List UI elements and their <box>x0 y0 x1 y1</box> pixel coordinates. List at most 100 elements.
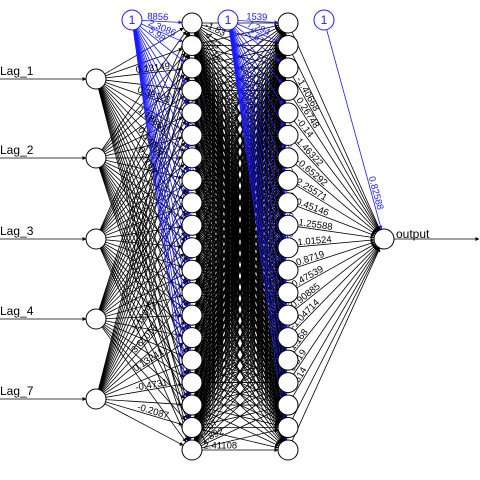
edge-bias-h1 <box>137 28 187 105</box>
edge-bias-h1 <box>134 29 191 239</box>
edge-bias-h1 <box>133 29 192 396</box>
bias-neuron-label: 1 <box>321 13 328 27</box>
hidden2-neuron <box>277 349 299 371</box>
edge-h1-h2 <box>199 29 281 107</box>
hidden2-neuron <box>277 327 299 349</box>
hidden1-neuron <box>181 304 203 326</box>
edge-input-h1 <box>99 31 189 231</box>
edge-bias-h2 <box>229 29 288 374</box>
hidden1-neuron <box>181 192 203 214</box>
edge-bias-h2 <box>230 29 287 239</box>
edge-input-h1 <box>105 401 183 426</box>
edge-bias-h2 <box>235 25 281 63</box>
input-label: Lag_3 <box>0 224 34 238</box>
edge-h2-output <box>293 246 379 353</box>
hidden1-neuron <box>181 237 203 259</box>
edge-h1-h2 <box>194 32 286 306</box>
edge-h1-h2 <box>201 428 279 449</box>
edge-input-h1 <box>98 167 190 441</box>
edge-bias-h2 <box>234 27 282 84</box>
edge-input-h1 <box>100 87 188 262</box>
edge-bias-h1 <box>132 29 193 441</box>
edge-input-h1 <box>101 326 187 443</box>
edge-input-h1 <box>99 247 189 442</box>
edge-input-h1 <box>105 294 183 317</box>
edge-input-h1 <box>105 399 183 407</box>
edge-input-h1 <box>100 233 188 391</box>
edge-input-h1 <box>100 247 188 419</box>
edge-input-h1 <box>98 88 191 396</box>
edge-input-h1 <box>105 382 183 398</box>
edge-input-h1 <box>98 121 190 390</box>
hidden2-neuron <box>277 417 299 439</box>
edge-input-h1 <box>99 87 189 284</box>
edge-bias-h2 <box>229 29 287 261</box>
edge-bias-h1 <box>133 29 192 419</box>
hidden1-neuron <box>181 147 203 169</box>
edge-h2-output <box>293 246 379 375</box>
edge-h1-h2 <box>194 99 287 441</box>
hidden2-neuron <box>277 372 299 394</box>
edge-input-h1 <box>101 98 187 231</box>
edge-h1-h2 <box>193 32 287 418</box>
hidden1-neuron <box>181 282 203 304</box>
edge-input-h1 <box>98 32 190 310</box>
edge-bias-h2 <box>231 29 286 172</box>
edge-h2-output <box>297 241 375 268</box>
edge-input-h1 <box>101 188 187 312</box>
edge-bias-h2 <box>230 29 287 217</box>
edge-bias-h1 <box>135 29 190 172</box>
edge-h2-output <box>291 31 381 231</box>
neurons <box>85 9 395 461</box>
hidden1-neuron <box>181 349 203 371</box>
edge-h2-output <box>295 163 377 233</box>
input-neuron <box>85 147 107 169</box>
hidden1-neuron <box>181 102 203 124</box>
edge-input-h1 <box>100 87 188 240</box>
edge-bias-h2 <box>230 29 286 194</box>
edge-input-h1 <box>101 277 187 392</box>
output-label: output <box>396 227 430 241</box>
edge-bias-h1 <box>134 29 190 194</box>
weight-label-input-h1: 0.13149 <box>135 61 170 76</box>
hidden1-neuron <box>181 439 203 461</box>
bias-neuron-label: 1 <box>129 13 136 27</box>
edge-input-h1 <box>100 76 188 231</box>
hidden2-neuron <box>277 237 299 259</box>
edge-h1-h2 <box>197 322 283 443</box>
edge-h1-h2 <box>194 32 287 374</box>
edge-input-h1 <box>99 99 189 310</box>
edge-bias-h1 <box>136 28 188 127</box>
edge-h1-h2 <box>199 366 281 444</box>
edge-h1-h2 <box>194 77 287 441</box>
edge-input-h1 <box>100 166 188 307</box>
edge-h2-output <box>292 247 380 419</box>
weight-label-bias-h2: 1539 <box>246 11 268 23</box>
hidden1-neuron <box>181 327 203 349</box>
edge-input-h1 <box>100 166 188 330</box>
edge-h2-output <box>292 54 380 231</box>
edge-h1-h2 <box>194 166 286 441</box>
edge-h1-h2 <box>196 300 284 442</box>
edge-bias-h1 <box>134 29 191 217</box>
hidden1-neuron <box>181 79 203 101</box>
input-label: Lag_7 <box>0 384 34 398</box>
hidden2-neuron <box>277 102 299 124</box>
edge-input-h1 <box>104 342 184 394</box>
input-neuron <box>85 308 107 330</box>
edge-h2-output <box>297 226 375 240</box>
edge-input-h1 <box>104 403 184 446</box>
edge-bias-h2 <box>233 28 283 105</box>
edge-input-h1 <box>104 324 184 378</box>
edge-bias-h1 <box>138 27 186 84</box>
hidden2-neuron <box>277 259 299 281</box>
weight-label-h2-output: -1.25588 <box>295 217 334 233</box>
edge-input-h1 <box>104 116 184 155</box>
edge-bias-h1 <box>133 29 192 374</box>
hidden2-neuron <box>277 34 299 56</box>
input-label: Lag_1 <box>0 64 34 78</box>
hidden2-neuron <box>277 169 299 191</box>
edge-bias-h1 <box>133 29 192 284</box>
edge-h1-h2 <box>200 26 280 65</box>
